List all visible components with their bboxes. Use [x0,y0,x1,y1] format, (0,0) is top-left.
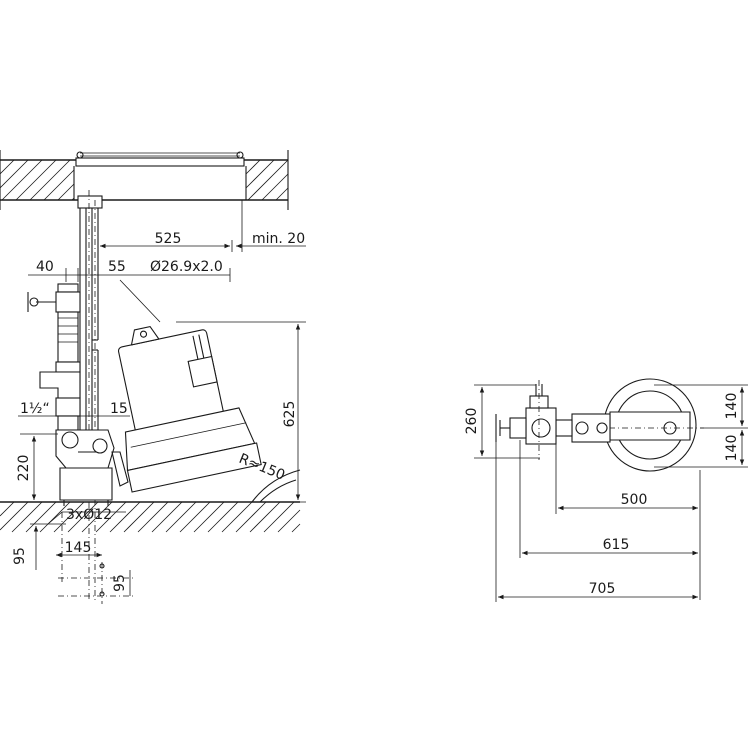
hatch-line [0,159,15,175]
dim-95-bottom-label: 95 [112,574,128,592]
hatch-line [0,501,29,531]
pump-top-disc [596,378,704,472]
dim-145: 145 [56,540,102,558]
hatch-line [235,501,267,533]
hatch-line [11,501,43,533]
dim-140-140: 140 140 [654,384,748,468]
hatch-line [179,501,211,533]
hatch-line [263,501,295,533]
hatch-line [165,501,197,533]
hatch-line [193,501,225,533]
discharge-riser [27,283,115,506]
dim-min20-label: min. 20 [252,231,305,247]
hatch-line [67,501,99,533]
dim-min20: min. 20 [236,200,306,252]
dim-500-label: 500 [621,492,648,508]
dim-705: 705 [495,442,698,602]
hatch-line [43,169,75,201]
hatch-line [53,501,85,533]
floor-slab [0,469,301,533]
dim-3x12: 3xØ12 [47,507,126,525]
dim-625-label: 625 [282,401,298,428]
hatch-line [0,501,15,517]
pump-body [117,326,262,493]
dim-260-label: 260 [464,408,480,435]
dim-55-label: 55 [108,259,126,275]
dim-615: 615 [519,440,698,558]
dim-500: 500 [555,436,701,600]
hatch-line [29,159,71,201]
dim-145-label: 145 [65,540,92,556]
dim-40-label: 40 [36,259,54,275]
hatch-line [247,159,289,201]
pump-bracket [555,413,611,443]
hatch-line [275,187,289,201]
dim-525: 525 [97,210,233,252]
hatch-line [109,501,141,533]
dim-40-55: 40 55 Ø26.9x2.0 [28,259,231,323]
valve-assembly [495,380,557,460]
dim-1half-label: 1½“ [20,401,50,417]
hatch-line [151,501,183,533]
hatch-line [95,501,127,533]
dim-705-label: 705 [589,581,616,597]
hatch-line [245,159,261,175]
pump-claw [111,451,129,487]
hatch-line [249,501,281,533]
dim-3x12-label: 3xØ12 [66,507,112,523]
dim-95-left: 95 [12,512,66,582]
dim-95-bottom: 95 [58,562,136,604]
dim-220: 220 [16,433,58,500]
dim-625: 625 [176,321,306,503]
dim-1half-15: 1½“ 15 [18,401,130,424]
hatch-line [207,501,239,533]
dim-260: 260 [464,384,540,459]
dim-95-left-label: 95 [12,547,28,565]
hatch-line [291,523,301,533]
hatch-line [221,501,253,533]
hatch-line [261,173,289,201]
top-view: 260 140 140 500 615 705 [464,378,748,602]
dim-R150-label: R≈150 [237,451,288,484]
side-view: 525 min. 20 40 55 Ø26.9x2.0 625 [0,150,306,604]
dim-220-label: 220 [16,455,32,482]
dim-615-label: 615 [603,537,630,553]
hatch-line [15,159,57,201]
hatch-line [57,183,75,201]
dim-pipe-label: Ø26.9x2.0 [150,259,223,275]
hatch-line [39,501,71,533]
dim-525-label: 525 [155,231,182,247]
guide-pipes [77,190,103,600]
hatch-line [245,159,275,189]
hatch-line [277,509,301,533]
dim-15-label: 15 [110,401,128,417]
hatch-line [137,501,169,533]
hatch-line [81,501,113,533]
hatch-line [0,159,29,189]
hatch-line [25,501,57,533]
hatch-line [1,159,43,201]
ceiling-slab [0,150,289,210]
hatch-line [123,501,155,533]
dim-140-bottom-label: 140 [724,435,740,462]
dim-140-top-label: 140 [724,393,740,420]
